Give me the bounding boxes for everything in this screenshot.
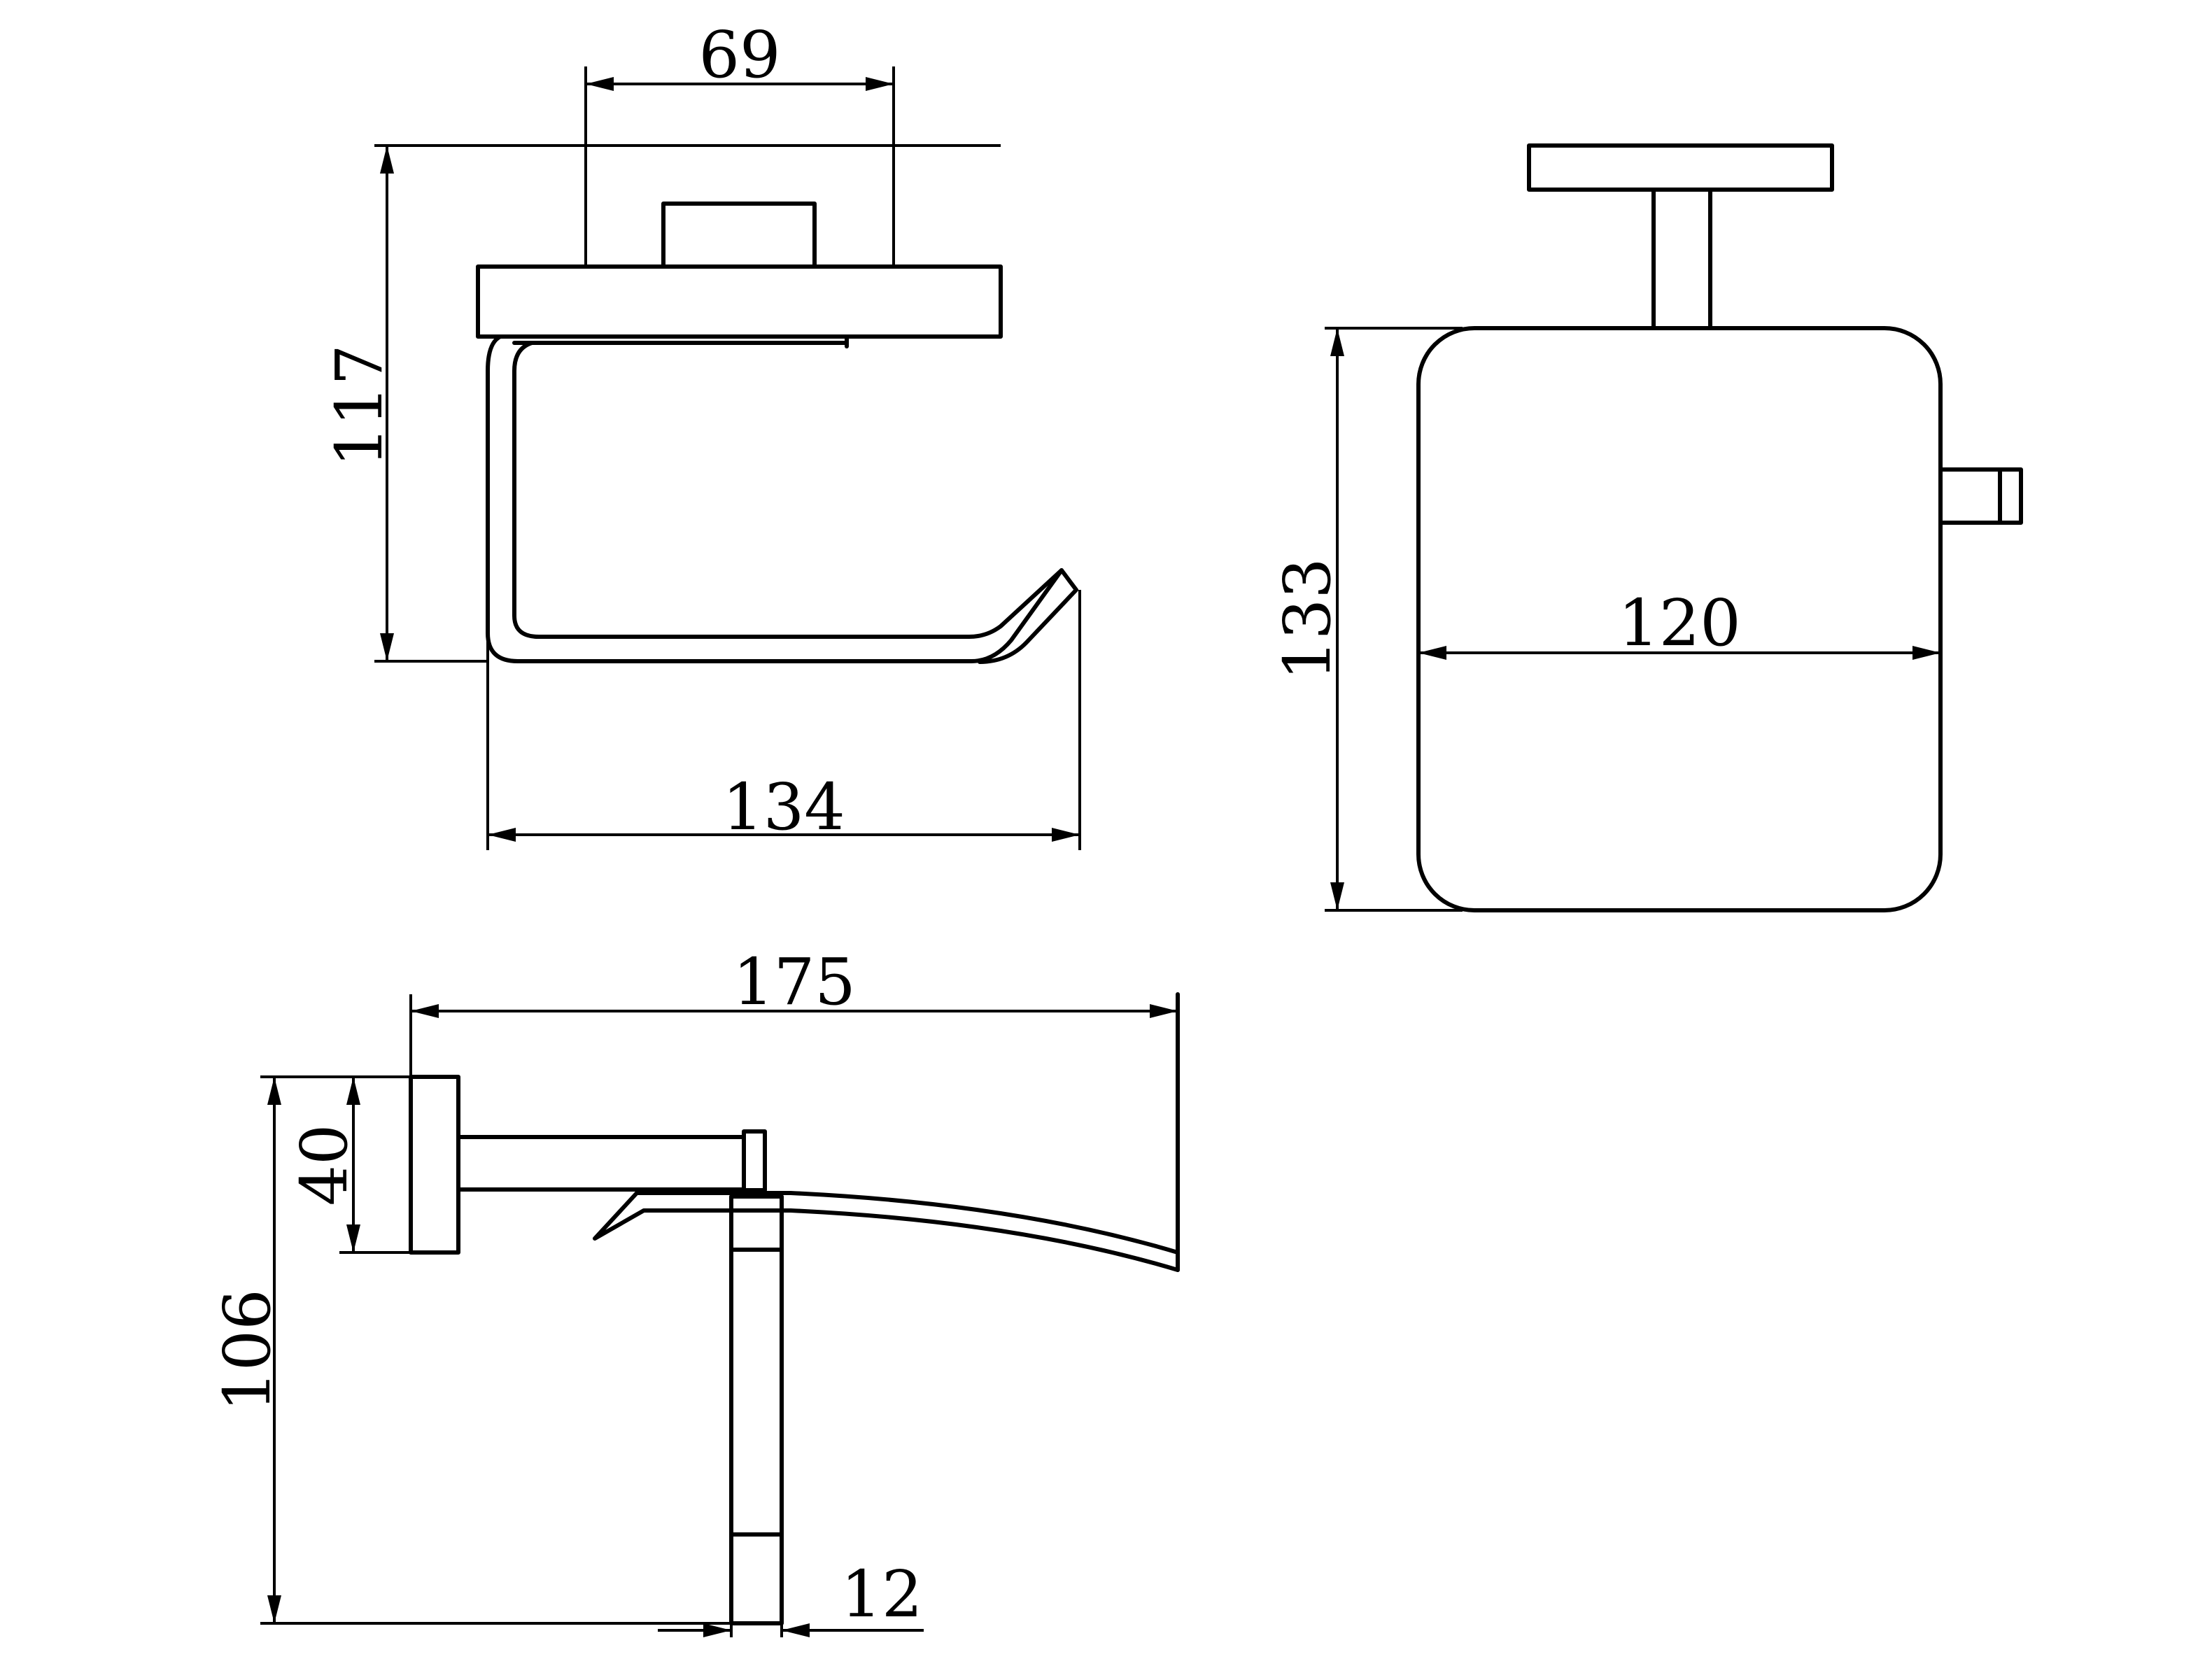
top-wall-plate (409, 1075, 460, 1255)
side-dim-133-label: 133 (1270, 558, 1345, 681)
top-dimensions: 175 40 106 12 (210, 945, 1178, 1637)
front-view (476, 202, 1078, 664)
top-holder-bar (729, 1194, 784, 1625)
front-dim-69-label: 69 (698, 17, 780, 92)
front-wall-plate (476, 264, 1003, 339)
front-holder-arm-inner (512, 341, 1064, 639)
side-stem (1651, 188, 1712, 330)
top-post (742, 1129, 767, 1192)
top-curved-lid (593, 1191, 1180, 1272)
top-dim-175-label: 175 (733, 945, 856, 1019)
front-top-knob (661, 202, 817, 269)
side-view (1416, 143, 2023, 912)
side-roll-cover (1416, 326, 1943, 912)
front-dimensions: 69 117 134 (322, 17, 1081, 850)
top-dim-106-label: 106 (210, 1289, 285, 1412)
front-holder-arm-outer (486, 334, 1078, 664)
side-pin (1938, 467, 2023, 525)
top-dim-12-label: 12 (840, 1557, 922, 1632)
side-dimensions: 133 120 (1270, 327, 1940, 912)
front-dim-117-label: 117 (322, 344, 397, 467)
top-view (409, 992, 1180, 1625)
side-dim-120-label: 120 (1618, 586, 1741, 661)
side-wall-plate (1527, 143, 1834, 192)
top-dim-40-label: 40 (287, 1124, 362, 1206)
front-dim-134-label: 134 (722, 770, 845, 845)
